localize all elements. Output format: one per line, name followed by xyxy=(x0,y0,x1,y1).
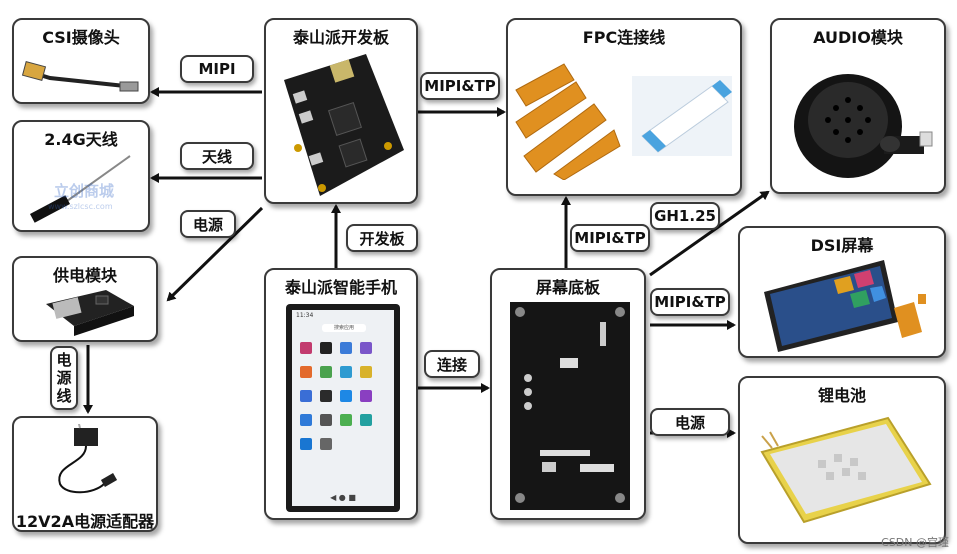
edge-label-gh125: GH1.25 xyxy=(650,202,720,230)
edge-label-mipi-tp-dsi: MIPI&TP xyxy=(650,288,730,316)
dsi-screen-node: DSI屏幕 xyxy=(738,226,946,358)
edge-label-power-left: 电源 xyxy=(180,210,236,238)
antenna-image xyxy=(29,155,131,223)
edge-label-antenna: 天线 xyxy=(180,142,254,170)
fpc-cable-grid-image xyxy=(632,76,732,156)
audio-module-image xyxy=(794,74,933,178)
screen-board-image xyxy=(510,302,630,510)
adapter-node: 12V2A电源适配器 xyxy=(12,416,158,532)
power-module-title: 供电模块 xyxy=(52,266,117,285)
watermark: CSDN @宫瑾 xyxy=(881,536,949,549)
phone-time: 11:34 xyxy=(296,312,314,319)
power-cable-char-1: 电 xyxy=(56,351,72,369)
dev-board-title: 泰山派开发板 xyxy=(292,28,389,47)
dsi-screen-title: DSI屏幕 xyxy=(810,236,874,255)
csi-camera-title: CSI摄像头 xyxy=(42,28,120,47)
audio-module-title: AUDIO模块 xyxy=(813,28,903,47)
arrow-board-to-power xyxy=(166,206,264,302)
csi-camera-image xyxy=(21,61,139,92)
dev-board-image xyxy=(284,54,404,196)
edge-label-dev-board: 开发板 xyxy=(346,224,418,252)
edge-label-connect: 连接 xyxy=(424,350,480,378)
battery-title: 锂电池 xyxy=(817,386,866,405)
battery-node: 锂电池 xyxy=(738,376,946,544)
power-module-node: 供电模块 xyxy=(12,256,158,342)
phone-screen: 11:34 搜索应用 ◀ ● ■ xyxy=(292,310,394,506)
battery-image xyxy=(760,416,932,524)
lcsc-logo: 立创商城 xyxy=(54,182,115,200)
phone-search-bar: 搜索应用 xyxy=(322,324,366,332)
csi-camera-node: CSI摄像头 xyxy=(12,18,150,104)
power-cable-char-3: 线 xyxy=(56,387,72,405)
phone-device: 11:34 搜索应用 ◀ ● ■ xyxy=(286,304,400,512)
adapter-image xyxy=(58,424,118,494)
lcsc-url: www.szlcsc.com xyxy=(48,202,113,211)
edge-label-power-cable: 电 源 线 xyxy=(50,346,78,410)
dev-board-node: 泰山派开发板 xyxy=(264,18,418,204)
fpc-cable-node: FPC连接线 xyxy=(506,18,742,196)
antenna-title: 2.4G天线 xyxy=(44,130,118,149)
edge-label-mipi: MIPI xyxy=(180,55,254,83)
power-cable-char-2: 源 xyxy=(56,369,72,387)
audio-module-node: AUDIO模块 xyxy=(770,18,946,194)
power-module-image xyxy=(46,290,134,336)
adapter-title: 12V2A电源适配器 xyxy=(15,512,155,531)
antenna-node: 2.4G天线 立创商城 www.szlcsc.com xyxy=(12,120,150,232)
phone-app-grid xyxy=(300,342,372,450)
edge-label-mipi-tp-top: MIPI&TP xyxy=(420,72,500,100)
edge-label-power-right: 电源 xyxy=(650,408,730,436)
smartphone-title: 泰山派智能手机 xyxy=(284,278,397,297)
dsi-screen-image xyxy=(764,260,926,352)
smartphone-node: 泰山派智能手机 11:34 搜索应用 ◀ ● ■ xyxy=(264,268,418,520)
edge-label-mipi-tp-fpc: MIPI&TP xyxy=(570,224,650,252)
fpc-cable-title: FPC连接线 xyxy=(582,28,666,47)
screen-board-title: 屏幕底板 xyxy=(535,278,600,297)
fpc-cable-image xyxy=(515,63,621,180)
phone-nav-bar: ◀ ● ■ xyxy=(330,493,356,502)
screen-board-node: 屏幕底板 xyxy=(490,268,646,520)
arrow-screenboard-to-audio xyxy=(649,190,770,277)
